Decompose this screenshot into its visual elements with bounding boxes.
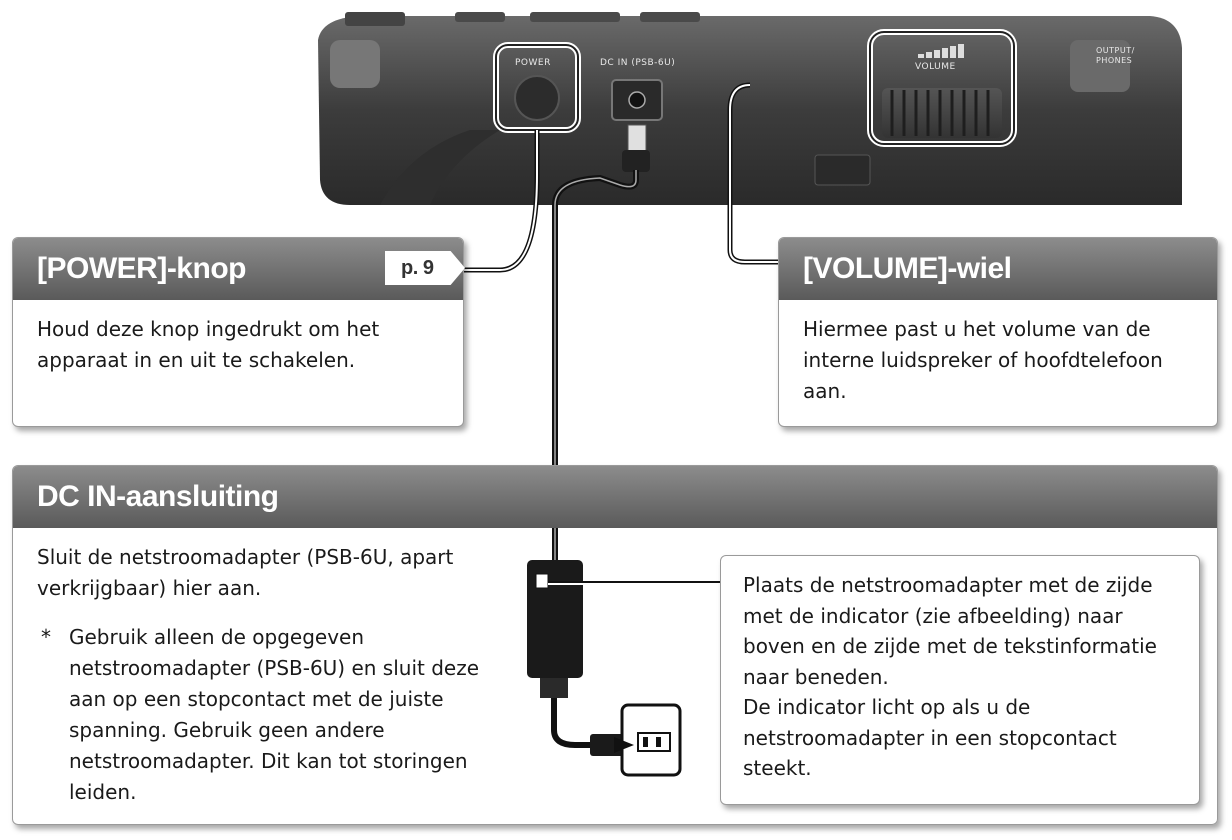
- adapter-cable: [552, 170, 639, 560]
- dcin-panel-header: DC IN-aansluiting: [13, 466, 1217, 528]
- device-label-output: OUTPUT/ PHONES: [1096, 46, 1135, 65]
- page-ref-link[interactable]: p. 9: [385, 251, 465, 285]
- dcin-panel-title: DC IN-aansluiting: [37, 480, 279, 513]
- volume-panel-title: [VOLUME]-wiel: [803, 252, 1012, 285]
- volume-panel-header: [VOLUME]-wiel: [779, 238, 1217, 300]
- power-panel-text: Houd deze knop ingedrukt om het apparaat…: [37, 317, 380, 372]
- volume-panel-body: Hiermee past u het volume van de interne…: [779, 300, 1217, 407]
- wall-outlet: [614, 703, 682, 777]
- volume-panel: [VOLUME]-wiel Hiermee past u het volume …: [778, 237, 1218, 427]
- volume-panel-text: Hiermee past u het volume van de interne…: [803, 317, 1163, 403]
- device-label-volume: VOLUME: [915, 62, 956, 72]
- device-body: [318, 12, 1182, 205]
- dcin-panel: DC IN-aansluiting Sluit de netstroomadap…: [12, 465, 1218, 825]
- adapter-callout: Plaats de netstroomadapter met de zijde …: [720, 555, 1200, 805]
- note-asterisk: *: [41, 625, 51, 649]
- device-label-dcin: DC IN (PSB-6U): [600, 58, 676, 68]
- power-panel-body: Houd deze knop ingedrukt om het apparaat…: [13, 300, 463, 376]
- dcin-panel-body: Sluit de netstroomadapter (PSB-6U, apart…: [13, 528, 511, 808]
- dcin-panel-text: Sluit de netstroomadapter (PSB-6U, apart…: [37, 545, 454, 600]
- device-label-power: POWER: [515, 58, 551, 68]
- dcin-panel-note: * Gebruik alleen de opgegeven netstrooma…: [37, 622, 487, 808]
- dcin-jack-graphic: [611, 79, 663, 172]
- adapter-callout-text1: Plaats de netstroomadapter met de zijde …: [743, 573, 1157, 689]
- dcin-note-text: Gebruik alleen de opgegeven netstroomada…: [69, 625, 480, 804]
- volume-wheel-graphic: [867, 29, 1017, 147]
- adapter-callout-text2: De indicator licht op als u de netstroom…: [743, 695, 1117, 780]
- power-panel-title: [POWER]-knop: [37, 252, 246, 285]
- power-panel: [POWER]-knop p. 9 Houd deze knop ingedru…: [12, 237, 465, 427]
- power-panel-header: [POWER]-knop p. 9: [13, 238, 465, 300]
